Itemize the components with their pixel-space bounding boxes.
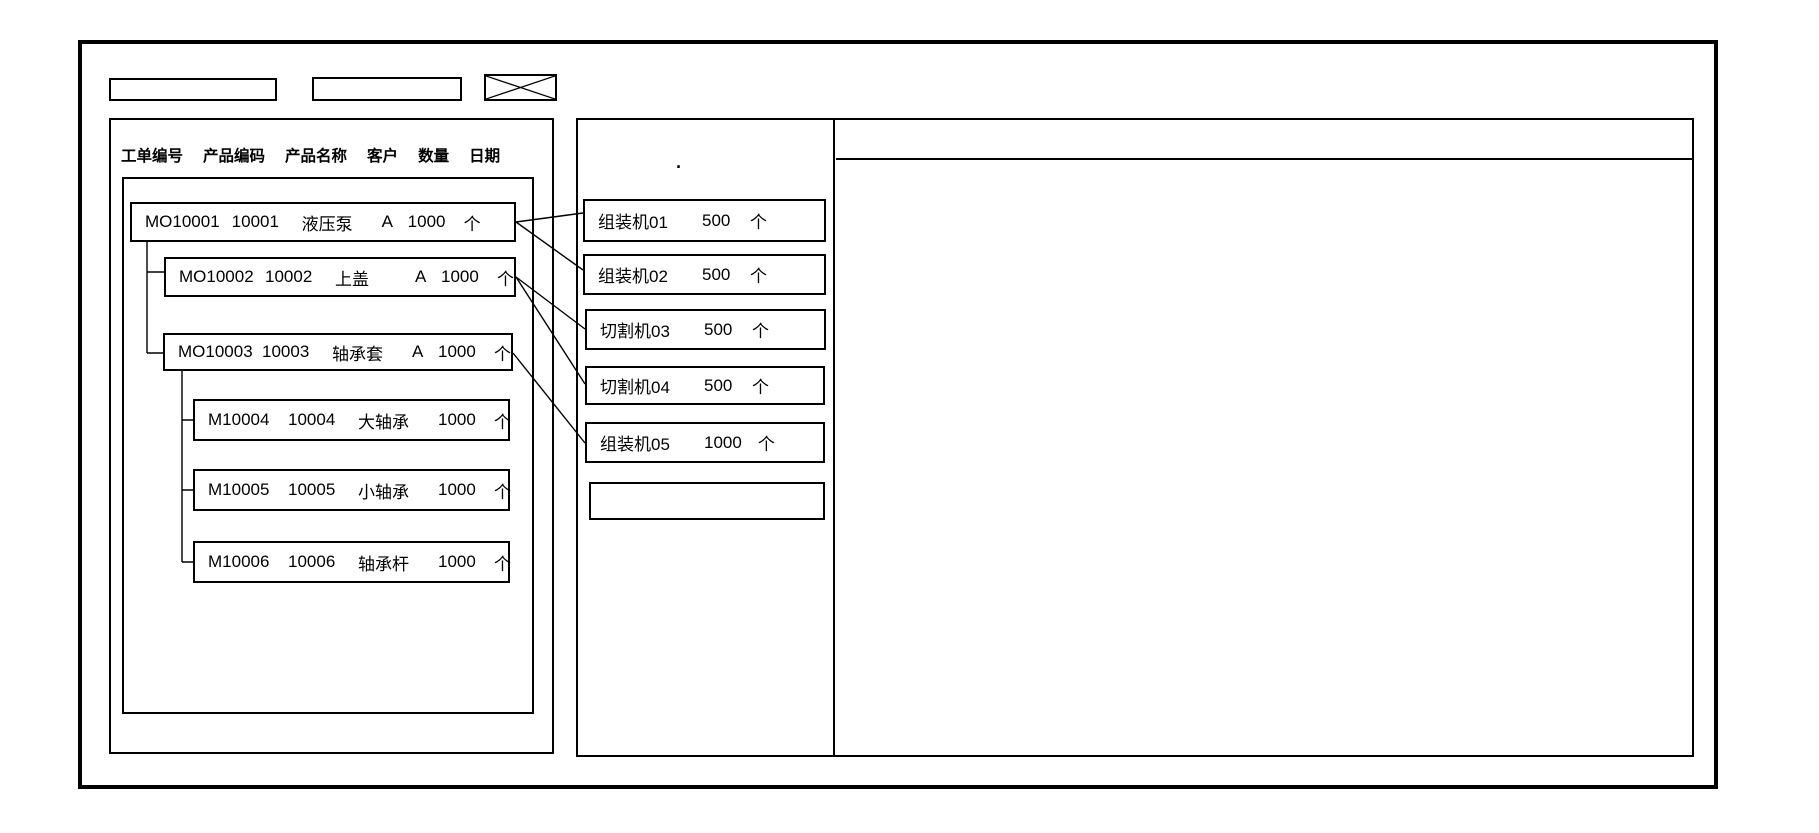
quantity: 1000 [438, 552, 476, 571]
column-header-date: 日期 [469, 148, 501, 165]
machine-card-05[interactable]: 组装机05 1000 个 [585, 422, 825, 463]
order-no: MO10001 [145, 212, 220, 231]
machine-name: 组装机05 [600, 435, 670, 454]
column-header-order-no: 工单编号 [121, 148, 184, 165]
machine-name: 切割机03 [600, 322, 670, 341]
machine-card-04[interactable]: 切割机04 500 个 [585, 366, 825, 405]
order-no: M10005 [208, 480, 270, 499]
machine-qty: 500 [704, 375, 733, 395]
column-header-product-name: 产品名称 [285, 148, 348, 165]
column-header-qty: 数量 [418, 148, 450, 165]
order-no: M10004 [208, 410, 270, 429]
customer: A [415, 267, 427, 286]
product-code: 10005 [288, 480, 336, 499]
image-placeholder-button[interactable] [484, 74, 557, 101]
column-header-product-code: 产品编码 [203, 148, 266, 165]
machine-card-03[interactable]: 切割机03 500 个 [585, 309, 826, 350]
quantity: 1000 [438, 410, 476, 429]
x-cross-icon [486, 76, 555, 99]
order-card-m10006[interactable]: M10006 10006 轴承杆 1000 个 [193, 541, 511, 583]
order-card-mo10002[interactable]: MO10002 10002 上盖 A 1000 个 [164, 257, 516, 297]
product-name: 液压泵 [301, 214, 353, 234]
order-no: M10006 [208, 552, 270, 571]
product-code: 10001 [231, 212, 279, 231]
product-code: 10002 [265, 267, 313, 286]
product-name: 上盖 [335, 269, 369, 289]
unit: 个 [752, 322, 769, 341]
product-name: 小轴承 [358, 482, 409, 502]
machine-card-02[interactable]: 组装机02 500 个 [583, 254, 826, 295]
unit: 个 [750, 267, 767, 286]
column-header-customer: 客户 [367, 148, 399, 165]
customer: A [381, 212, 394, 231]
quantity: 1000 [407, 212, 446, 231]
order-no: MO10003 [178, 342, 253, 361]
unit: 个 [463, 214, 481, 234]
quantity: 1000 [438, 480, 476, 499]
machine-qty: 500 [702, 210, 731, 230]
order-card-mo10003[interactable]: MO10003 10003 轴承套 A 1000 个 [163, 333, 513, 371]
quantity: 1000 [438, 342, 476, 361]
quantity: 1000 [441, 267, 479, 286]
order-no: MO10002 [179, 267, 254, 286]
unit: 个 [494, 554, 511, 574]
schedule-panel [835, 118, 1694, 757]
orders-column-headers: 工单编号 产品编码 产品名称 客户 数量 日期 [121, 144, 500, 166]
product-code: 10004 [288, 410, 336, 429]
product-name: 大轴承 [358, 412, 409, 432]
unit: 个 [497, 269, 514, 289]
machine-qty: 500 [702, 264, 731, 284]
machine-card-01[interactable]: 组装机01 500 个 [583, 199, 826, 242]
toolbar-field-1[interactable] [109, 78, 277, 101]
unit: 个 [494, 482, 511, 502]
machine-qty: 500 [704, 319, 733, 339]
schedule-header-divider [836, 158, 1692, 160]
toolbar-field-2[interactable] [312, 77, 462, 101]
customer: A [412, 342, 424, 361]
machine-card-empty[interactable] [589, 482, 825, 520]
unit: 个 [494, 412, 511, 432]
product-code: 10006 [288, 552, 336, 571]
product-name: 轴承套 [332, 344, 383, 364]
panel-dot: . [676, 152, 682, 172]
machine-name: 切割机04 [600, 378, 670, 397]
order-card-m10005[interactable]: M10005 10005 小轴承 1000 个 [193, 469, 511, 511]
machine-name: 组装机01 [598, 213, 668, 232]
product-code: 10003 [262, 342, 310, 361]
order-card-m10004[interactable]: M10004 10004 大轴承 1000 个 [193, 399, 511, 441]
order-card-mo10001[interactable]: MO10001 10001 液压泵 A 1000 个 [130, 202, 516, 242]
machine-name: 组装机02 [598, 267, 668, 286]
unit: 个 [757, 435, 775, 454]
unit: 个 [750, 213, 767, 232]
unit: 个 [752, 378, 769, 397]
unit: 个 [494, 344, 511, 364]
product-name: 轴承杆 [358, 554, 409, 574]
machine-qty: 1000 [704, 432, 742, 452]
